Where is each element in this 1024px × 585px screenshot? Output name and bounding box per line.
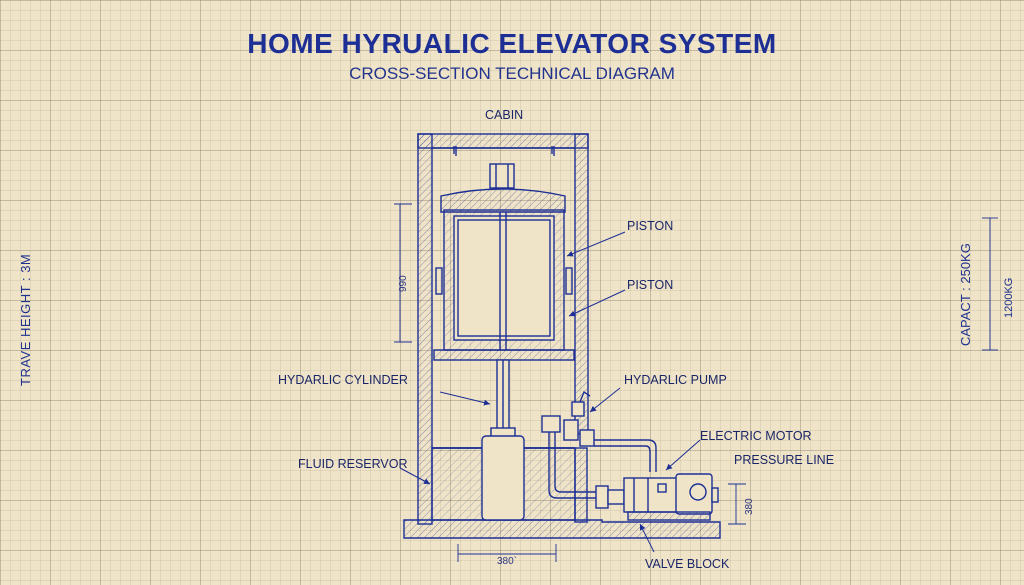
dimension-lines [394, 203, 998, 562]
reservoir-label: FLUID RESERVOR [298, 457, 408, 471]
cylinder-label: HYDARLIC CYLINDER [278, 373, 408, 387]
unit-height-dimension: 380 [744, 498, 755, 515]
valve-block-label: VALVE BLOCK [645, 557, 730, 571]
hydraulic-cylinder [481, 359, 525, 521]
cabin-label: CABIN [485, 108, 523, 122]
leader-arrows [399, 231, 701, 553]
pressure-line-label: PRESSURE LINE [734, 453, 834, 467]
piston-label-upper: PISTON [627, 219, 673, 233]
piston-label-lower: PISTON [627, 278, 673, 292]
pump-assembly [541, 390, 657, 499]
motor-and-valve-block [595, 473, 719, 521]
diagram-subtitle: CROSS-SECTION TECHNICAL DIAGRAM [349, 64, 675, 83]
diagram-title: HOME HYRUALIC ELEVATOR SYSTEM [247, 28, 777, 59]
cabin [433, 163, 575, 361]
cabin-height-dimension: 990 [398, 275, 409, 292]
pump-label: HYDARLIC PUMP [624, 373, 727, 387]
pit-width-dimension: 380` [497, 555, 517, 567]
motor-label: ELECTRIC MOTOR [700, 429, 812, 443]
